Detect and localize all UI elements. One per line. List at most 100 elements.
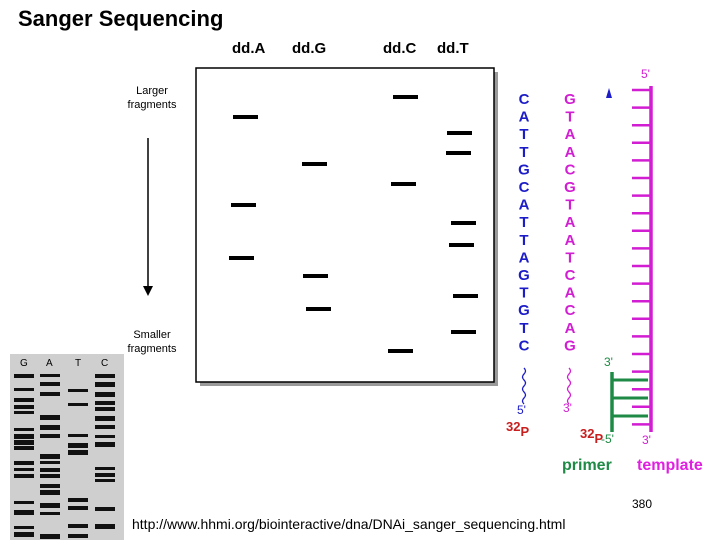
photo-gel-band <box>40 392 60 396</box>
lane-header-ddc: dd.C <box>383 40 417 57</box>
photo-gel-band <box>68 498 88 502</box>
photo-gel-band <box>95 524 115 529</box>
photo-gel-band <box>14 405 34 409</box>
photo-lane-t: T <box>75 358 81 369</box>
template-seq-3prime: 3' <box>563 401 572 415</box>
base-letter: T <box>519 320 528 337</box>
gel-band <box>447 131 472 135</box>
photo-gel-band <box>40 382 60 386</box>
base-letter: T <box>519 126 528 143</box>
new-strand-5prime: 5' <box>517 403 526 417</box>
photo-gel-band <box>95 435 115 438</box>
photo-gel-band <box>14 388 34 391</box>
photo-gel-band <box>40 484 60 488</box>
base-letter: T <box>519 285 528 302</box>
gel-band <box>233 115 258 119</box>
base-letter: C <box>519 179 530 196</box>
photo-gel-band <box>14 501 34 504</box>
base-letter: C <box>519 337 530 354</box>
photo-gel-band <box>14 374 34 378</box>
base-letter: T <box>519 214 528 231</box>
base-letter: T <box>565 249 574 266</box>
base-letter: G <box>518 161 530 178</box>
base-letter: A <box>565 232 576 249</box>
photo-lane-g: G <box>20 358 28 369</box>
photo-gel-band <box>14 398 34 402</box>
photo-gel-band <box>95 473 115 477</box>
source-url: http://www.hhmi.org/biointeractive/dna/D… <box>132 516 566 532</box>
photo-gel-band <box>95 479 115 482</box>
photo-gel-band <box>95 467 115 470</box>
base-letter: C <box>519 91 530 108</box>
primer-strand <box>610 372 648 432</box>
photo-gel-band <box>14 474 34 478</box>
photo-gel-band <box>40 434 60 438</box>
gel-band <box>303 274 328 278</box>
base-letter: A <box>565 126 576 143</box>
photo-gel-band <box>14 434 34 439</box>
photo-gel-band <box>14 532 34 537</box>
new-strand-32p-label: 32P <box>506 419 529 439</box>
primer-5prime-label: -5' <box>601 432 614 446</box>
photo-gel-band <box>14 428 34 431</box>
base-letter: G <box>518 302 530 319</box>
gel-bands <box>229 95 478 353</box>
primer-label: primer <box>562 457 612 474</box>
photo-gel-band <box>40 415 60 420</box>
photo-gel-band <box>68 534 88 538</box>
photo-gel-band <box>14 510 34 515</box>
base-letter: C <box>565 302 576 319</box>
photo-gel-band <box>95 382 115 387</box>
base-letter: T <box>519 144 528 161</box>
photo-gel-band <box>14 446 34 450</box>
base-letter: A <box>565 144 576 161</box>
base-letter: A <box>519 249 530 266</box>
photo-gel-band <box>68 506 88 510</box>
photo-gel-band <box>40 474 60 478</box>
photo-gel-band <box>68 450 88 455</box>
gel-band <box>306 307 331 311</box>
base-letter: A <box>565 214 576 231</box>
gel-band <box>391 182 416 186</box>
photo-gel-band <box>95 507 115 511</box>
base-letter: A <box>565 320 576 337</box>
base-letter: G <box>518 267 530 284</box>
gel-band <box>388 349 413 353</box>
base-letter: T <box>565 109 574 126</box>
photo-gel-band <box>95 442 115 447</box>
photo-gel-band <box>14 468 34 471</box>
extension-arrow <box>606 88 612 98</box>
base-letter: T <box>565 197 574 214</box>
gel-band <box>449 243 474 247</box>
slide-number: 380 <box>632 497 653 511</box>
gel-band <box>446 151 471 155</box>
photo-gel-band <box>14 440 34 445</box>
photo-gel-band <box>40 503 60 508</box>
base-letter: G <box>564 337 576 354</box>
photo-gel-band <box>40 534 60 539</box>
base-letter: T <box>519 232 528 249</box>
larger-fragments-label: Larger fragments <box>127 85 177 111</box>
base-letter: A <box>519 109 530 126</box>
photo-gel-band <box>40 461 60 464</box>
photo-gel-band <box>95 374 115 378</box>
photo-gel-band <box>68 403 88 406</box>
photo-gel-band <box>40 425 60 430</box>
gel-band <box>229 256 254 260</box>
new-strand-tail <box>521 367 527 405</box>
photo-gel-band <box>95 392 115 397</box>
photo-lane-a: A <box>46 358 53 369</box>
photo-gel-band <box>40 512 60 515</box>
slide-title: Sanger Sequencing <box>18 6 224 31</box>
base-letter: A <box>519 197 530 214</box>
base-letter: G <box>564 179 576 196</box>
photo-gel-band <box>40 468 60 472</box>
photo-gel: G A T C <box>10 354 124 540</box>
base-letter: C <box>565 267 576 284</box>
template-5prime: 5' <box>641 67 650 81</box>
primer-3prime: 3' <box>604 355 613 369</box>
photo-gel-band <box>68 443 88 448</box>
